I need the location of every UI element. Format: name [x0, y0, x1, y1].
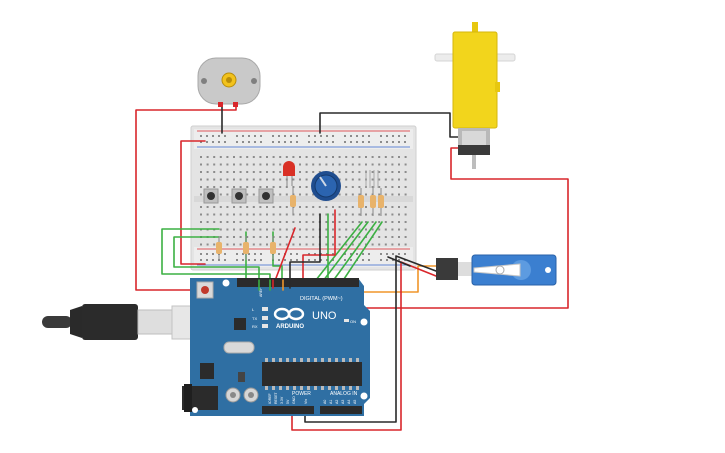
- resistor-4: [290, 188, 296, 214]
- resistor-icon: [216, 242, 222, 254]
- reset-pin-label: RESET: [274, 391, 278, 404]
- digital-label: DIGITAL (PWM~): [300, 296, 343, 302]
- usb-chip: [234, 318, 246, 330]
- arduino-logo-text: ARDUINO: [276, 324, 304, 330]
- analog-pin-labels: A0 A1 A2 A3 A4 A5: [323, 400, 357, 404]
- arduino-infinity-logo-icon: [273, 307, 305, 321]
- analog-header[interactable]: [320, 406, 362, 414]
- wire-red-pot: [302, 209, 336, 287]
- resistor-1: [216, 236, 222, 260]
- analog-pin-label: A0: [323, 400, 327, 404]
- wire-red-rail-left: [180, 140, 206, 265]
- wire-green-btn1: [173, 236, 260, 289]
- rx-label: RX: [252, 324, 258, 329]
- resistor-5: [358, 188, 364, 216]
- gnd-pin-label: GND: [292, 396, 296, 404]
- tx-label: TX: [252, 316, 257, 321]
- l-label: L: [252, 307, 255, 312]
- led[interactable]: [283, 161, 295, 186]
- analog-label: ANALOG IN: [330, 391, 358, 397]
- rgb-led[interactable]: [365, 170, 379, 188]
- resistor-3: [270, 236, 276, 260]
- gear-motor[interactable]: [434, 22, 516, 169]
- pushbutton-icon: [207, 192, 215, 200]
- v33-pin-label: 3.3V: [280, 396, 284, 404]
- resistor-icon: [243, 242, 249, 254]
- wire-green-d1: [311, 221, 363, 286]
- pushbutton-3[interactable]: [258, 188, 274, 204]
- vin-pin-label: Vin: [304, 399, 308, 404]
- wire-red-servo: [291, 261, 437, 431]
- analog-pin-label: A4: [347, 400, 351, 404]
- resistor-2: [243, 236, 249, 260]
- on-label: ON: [350, 319, 356, 324]
- wire-black-gear: [319, 112, 459, 138]
- header-wire-ends: [258, 279, 291, 291]
- wire-black-servo: [304, 255, 437, 423]
- pushbutton-2[interactable]: [231, 188, 247, 204]
- aref-pin-label: AREF: [259, 288, 263, 297]
- chip-pins: [265, 358, 359, 390]
- analog-pin-label: A3: [341, 400, 345, 404]
- analog-pin-label: A1: [329, 400, 333, 404]
- resistor-icon: [358, 195, 364, 208]
- usb-cable[interactable]: [42, 304, 217, 340]
- gear-motor-icon: [452, 31, 498, 129]
- usb-cable-icon: [82, 304, 138, 340]
- pushbutton-1[interactable]: [203, 188, 219, 204]
- wire-black-rail: [387, 256, 411, 267]
- power-label: POWER: [292, 391, 311, 397]
- resistor-icon: [378, 195, 384, 208]
- analog-pin-label: A5: [353, 400, 357, 404]
- arduino-uno-board[interactable]: DIGITAL (PWM~) ARDUINO UNO ON L TX RX: [182, 278, 370, 416]
- uno-text: UNO: [312, 310, 337, 322]
- power-header[interactable]: [262, 406, 314, 414]
- resistor-icon: [370, 195, 376, 208]
- wire-green-d3: [329, 221, 377, 286]
- ioref-pin-label: IOREF: [268, 393, 272, 404]
- resistor-6: [370, 188, 376, 216]
- wire-black-pot: [289, 213, 321, 287]
- digital-header[interactable]: [237, 278, 359, 287]
- atmega-chip: [262, 362, 362, 386]
- wire-green-d4: [339, 221, 383, 286]
- resistor-icon: [290, 195, 296, 207]
- pushbutton-icon: [262, 192, 270, 200]
- servo[interactable]: [436, 254, 557, 286]
- dc-motor[interactable]: [197, 57, 261, 107]
- resistor-7: [378, 188, 384, 216]
- pushbutton-icon: [235, 192, 243, 200]
- led-icon: [283, 161, 295, 176]
- resistors[interactable]: [216, 188, 384, 260]
- analog-pin-label: A2: [335, 400, 339, 404]
- v5-pin-label: 5V: [286, 399, 290, 404]
- potentiometer[interactable]: [311, 171, 341, 201]
- resistor-icon: [270, 242, 276, 254]
- wire-red-diag: [272, 227, 296, 287]
- breadboard-holes: [200, 135, 407, 261]
